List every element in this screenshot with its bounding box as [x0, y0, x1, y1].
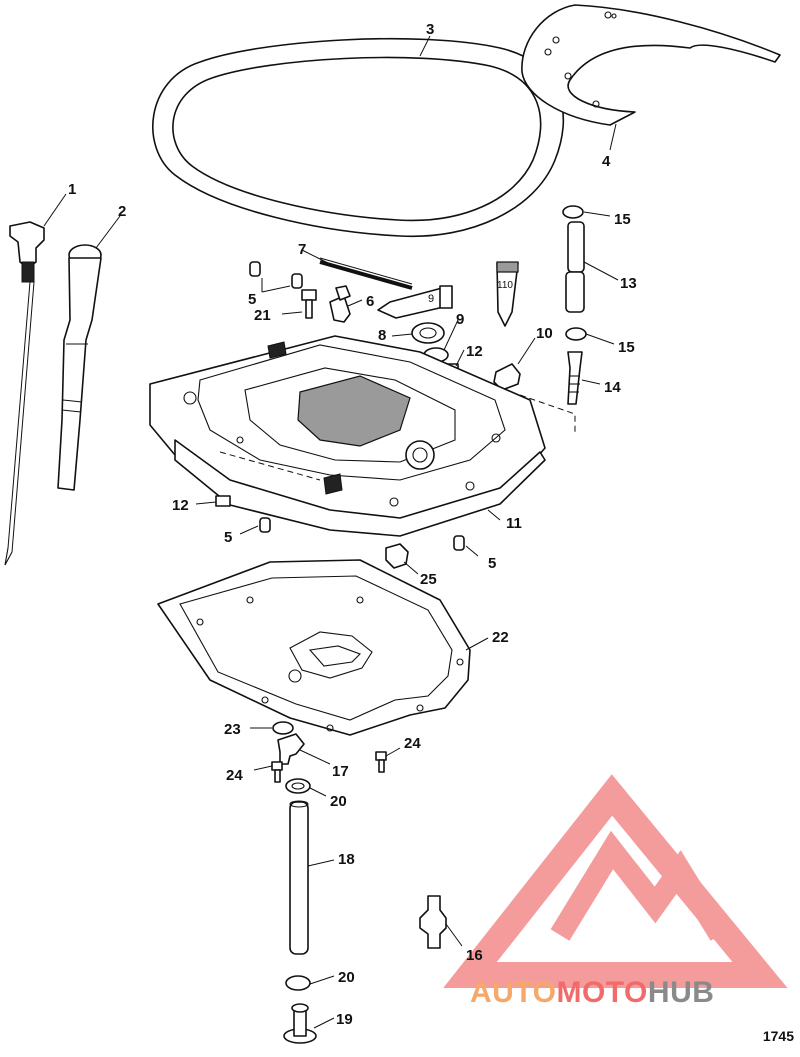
callout-23: 23	[224, 721, 241, 738]
callout-17: 17	[332, 763, 349, 780]
watermark-text: AUTOMOTOHUB	[470, 976, 714, 1009]
leader-lines	[43, 35, 619, 1029]
part-13-hose	[565, 221, 585, 313]
part-5-dowel-right	[453, 535, 465, 551]
watermark-hub: HUB	[648, 976, 715, 1009]
part-10-grommet	[493, 363, 521, 391]
callout-13: 13	[620, 275, 637, 292]
part-21-screw	[301, 289, 317, 319]
part-110-adhesive-tube: 110	[496, 261, 519, 327]
part-5-dowel-top	[249, 261, 303, 289]
callout-24-b: 24	[404, 735, 421, 752]
part-24-screw-left	[271, 761, 283, 783]
callout-labels: 1 2 3 4 5 5 5 6 7 8 9 10 11 12 12 13 14 …	[68, 21, 637, 1028]
callout-16: 16	[466, 947, 483, 964]
callout-22: 22	[492, 629, 509, 646]
part-20-grommet-top	[285, 778, 311, 794]
part-5-dowel-left	[259, 517, 271, 533]
part-24-screw-right	[375, 751, 387, 773]
callout-10: 10	[536, 325, 553, 342]
callout-5-b: 5	[224, 529, 232, 546]
callout-6: 6	[366, 293, 374, 310]
callout-15-a: 15	[614, 211, 631, 228]
part-16-fitting	[419, 895, 447, 949]
part-17-retainer	[277, 733, 305, 765]
part-18-water-tube	[289, 800, 309, 955]
callout-8: 8	[378, 327, 386, 344]
figure-number: 1745	[762, 1028, 794, 1044]
callout-9: 9	[456, 311, 464, 328]
callout-7: 7	[298, 241, 306, 258]
part-15-clamp-top	[562, 205, 584, 219]
part-25-fitting	[385, 543, 409, 569]
part-20-grommet-bottom	[285, 975, 311, 991]
watermark-auto: AUTO	[470, 976, 556, 1009]
dashed-guide-14	[519, 394, 576, 432]
callout-20-b: 20	[338, 969, 355, 986]
callout-11: 11	[506, 515, 522, 532]
part-6-fitting	[329, 285, 351, 323]
part-1-dipstick	[4, 221, 45, 566]
callout-25: 25	[420, 571, 437, 588]
part-14-hose-fitting	[567, 351, 583, 405]
part-3-seal-ring	[152, 37, 565, 238]
part-12-plug-bottom	[215, 495, 231, 507]
callout-15-b: 15	[618, 339, 635, 356]
part-19-fitting	[283, 1003, 317, 1044]
tube-9-label: 9	[428, 293, 434, 305]
part-4-gasket	[521, 4, 781, 126]
part-23-o-ring	[272, 721, 294, 735]
part-2-dipstick-tube	[57, 244, 102, 491]
part-8-seal	[411, 322, 445, 344]
callout-12-b: 12	[172, 497, 189, 514]
callout-2: 2	[118, 203, 126, 220]
callout-4: 4	[602, 153, 611, 170]
watermark-logo	[443, 774, 788, 988]
callout-21: 21	[254, 307, 271, 324]
part-15-clamp-bottom	[565, 327, 587, 341]
callout-1: 1	[68, 181, 76, 198]
tube-110-label: 110	[497, 280, 513, 291]
callout-5-c: 5	[488, 555, 496, 572]
callout-14: 14	[604, 379, 621, 396]
callout-3: 3	[426, 21, 434, 38]
part-9-sealant-tube: 9	[377, 285, 453, 319]
callout-19: 19	[336, 1011, 353, 1028]
callout-12-a: 12	[466, 343, 483, 360]
part-11-adapter-plate	[149, 335, 546, 537]
callout-20-a: 20	[330, 793, 347, 810]
callout-24-a: 24	[226, 767, 243, 784]
part-7-bolt	[319, 257, 413, 290]
watermark-moto: MOTO	[556, 976, 647, 1009]
callout-18: 18	[338, 851, 355, 868]
part-22-gasket	[157, 559, 471, 736]
callout-5-a: 5	[248, 291, 256, 308]
